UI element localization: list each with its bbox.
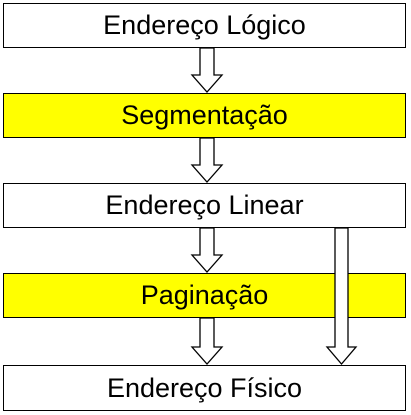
node-label: Segmentação — [121, 100, 288, 130]
node-label: Endereço Lógico — [103, 10, 306, 40]
node-logical-address: Endereço Lógico — [3, 3, 406, 48]
edge-arrow-linear-paging — [190, 227, 224, 273]
edge-arrow-logical-segmentation — [190, 47, 224, 93]
edge-arrow-paging-physical — [190, 317, 224, 365]
node-label: Endereço Físico — [106, 372, 303, 403]
node-segmentation: Segmentação — [3, 93, 406, 138]
node-physical-address: Endereço Físico — [3, 365, 406, 411]
edge-arrow-segmentation-linear — [190, 137, 224, 183]
node-label: Paginação — [140, 280, 269, 310]
node-label: Endereço Linear — [105, 190, 304, 220]
node-linear-address: Endereço Linear — [3, 183, 406, 228]
node-paging: Paginação — [3, 273, 406, 318]
